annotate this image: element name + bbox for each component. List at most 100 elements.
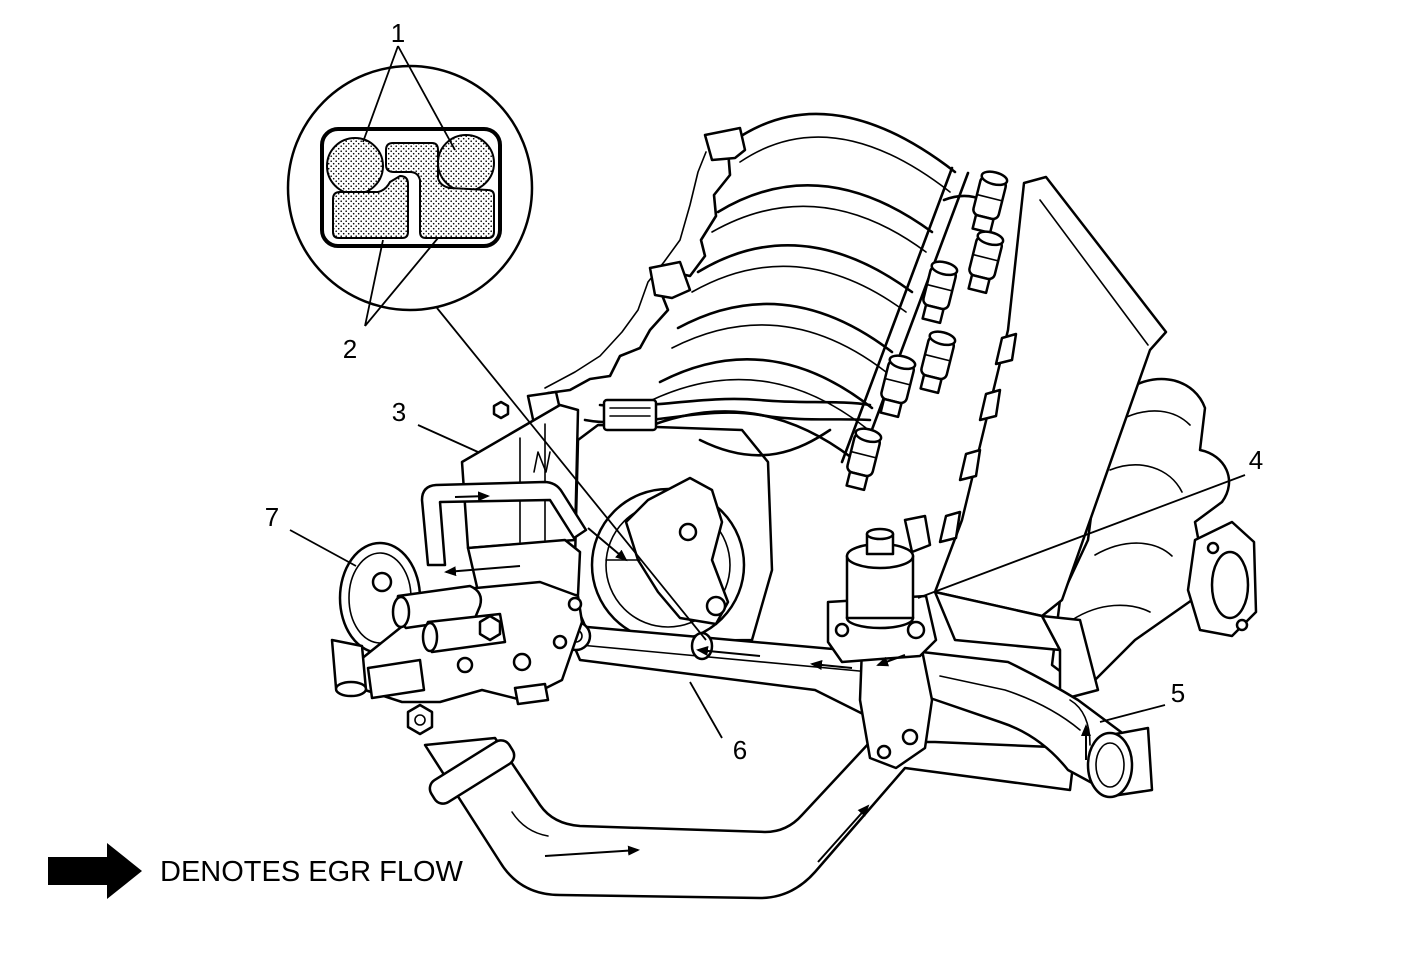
callout-6-leader: [689, 681, 723, 739]
callout-7-leader: [289, 529, 357, 567]
intake-manifold-body: [540, 132, 965, 472]
injector-ring: [924, 353, 951, 362]
exhaust-manifold: [1050, 377, 1231, 692]
intake-runner: [733, 112, 957, 174]
flow-path-line: [511, 811, 549, 837]
injector-cap: [854, 427, 883, 444]
egr-valve-clip: [903, 514, 932, 554]
inset-location-leader: [436, 307, 707, 641]
crossover-bolt-head: [414, 714, 426, 726]
intake-runner-edge: [739, 136, 951, 193]
flange-opening: [1210, 550, 1250, 620]
bracket-nut: [492, 400, 510, 420]
intake-runner: [716, 184, 934, 234]
harness-connector: [602, 398, 658, 432]
outlet-pipe-ring: [1086, 731, 1134, 799]
sensor-screw: [705, 595, 727, 617]
injector-ring: [926, 283, 953, 292]
exhaust-manifold-tube-line: [1071, 604, 1151, 621]
harness-wire: [698, 428, 832, 457]
flange-bolt: [1235, 618, 1249, 632]
valve-hose-clamp: [366, 658, 426, 700]
pipe-bracket-bolt: [876, 744, 892, 760]
exhaust-crossover-pipe: [406, 703, 1077, 900]
flow-arrow: [544, 845, 640, 857]
egr-tube: [420, 480, 588, 567]
intake-runner: [676, 302, 894, 354]
egr-valve-bolt: [906, 620, 926, 640]
gasket-passage-right: [385, 142, 495, 239]
exhaust-manifold-tube-line: [1109, 464, 1183, 493]
flow-arrow: [444, 565, 521, 577]
cylinder-head-body: [933, 175, 1168, 618]
valve-bolt: [512, 652, 532, 672]
callout-2-leader: [364, 237, 439, 327]
valve-bolt: [456, 656, 474, 674]
manifold-clip: [703, 126, 747, 162]
callout-2-label: 2: [343, 334, 357, 364]
injector-tip: [919, 373, 943, 395]
head-port-slot: [938, 510, 962, 544]
intake-manifold: [526, 112, 965, 472]
connector-ribs: [609, 407, 651, 417]
valve-bolt: [552, 634, 568, 650]
gasket-detail-inset: [286, 64, 534, 312]
fuel-injector: [879, 354, 917, 419]
injector-ring: [972, 253, 999, 262]
passage-port: [690, 631, 714, 661]
intake-runner-edge: [651, 378, 867, 429]
injector-ring: [884, 377, 911, 386]
valve-bolt: [371, 571, 393, 593]
flow-arrow: [454, 491, 490, 502]
injector-cap: [928, 330, 957, 347]
egr-valve-connector-top: [865, 527, 895, 541]
injector-tip: [967, 273, 991, 295]
head-port-slot: [978, 388, 1002, 422]
egr-valve-assembly: [330, 538, 584, 706]
injector-tip: [971, 213, 995, 235]
flow-arrow: [810, 660, 853, 670]
injector-tip: [845, 470, 869, 492]
callout-7-label: 7: [265, 502, 279, 532]
fuel-injector: [967, 230, 1005, 295]
valve-hose-fitting-end: [391, 595, 411, 629]
flow-arrow: [817, 804, 870, 863]
injector-ring: [850, 450, 877, 459]
exhaust-outlet-flange: [1186, 520, 1258, 638]
valve-nipple-end: [334, 680, 368, 698]
egr-tube-body: [420, 480, 588, 567]
exhaust-manifold-tube-line: [1119, 410, 1191, 426]
flange-bolt: [1206, 541, 1220, 555]
callout-3-label: 3: [392, 397, 406, 427]
egr-flow-arrows: [444, 491, 1091, 863]
legend-arrow-icon: [48, 843, 142, 899]
fuel-rail-line: [856, 171, 970, 469]
fuel-rail-line: [840, 166, 954, 464]
intake-runner-edge: [671, 324, 887, 373]
cylinder-head-ridge: [1039, 199, 1149, 346]
callout-4-leader: [917, 474, 1246, 599]
callout-labels: 1 2 3 4 5 6 7: [265, 18, 1263, 765]
legend: DENOTES EGR FLOW: [48, 843, 464, 899]
cylinder-head: [933, 175, 1168, 702]
fuel-injector: [845, 427, 883, 492]
injector-cap: [888, 354, 917, 371]
valve-bolt: [567, 596, 583, 612]
intake-runner-edge: [711, 205, 927, 253]
mounting-bracket: [460, 400, 580, 550]
gasket-port-left: [326, 137, 384, 195]
fuel-injector: [921, 260, 959, 325]
head-port-slot: [994, 332, 1018, 366]
callout-5-label: 5: [1171, 678, 1185, 708]
flow-arrow: [696, 645, 761, 657]
injector-tip: [879, 397, 903, 419]
callout-leaders: [289, 45, 1246, 739]
valve-hose-fitting-end: [421, 621, 439, 653]
egr-valve: [826, 514, 938, 664]
gasket-port-right: [437, 134, 495, 192]
injector-cap: [976, 230, 1005, 247]
bracket-marking: [533, 451, 551, 473]
callout-6-label: 6: [733, 735, 747, 765]
intake-runner: [658, 358, 874, 410]
